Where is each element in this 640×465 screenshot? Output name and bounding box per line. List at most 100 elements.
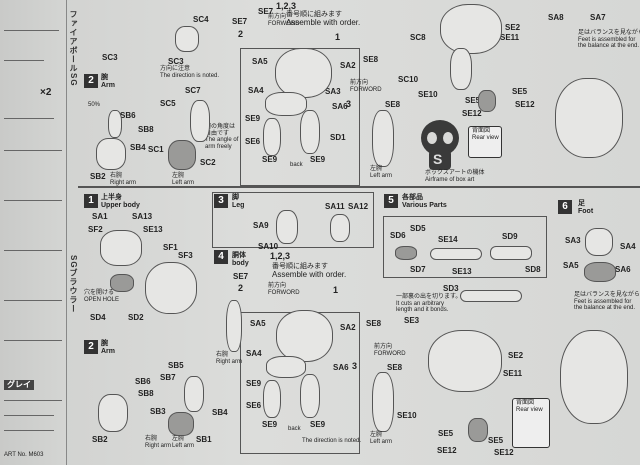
right-arm-label: 右腕 Right arm — [110, 173, 137, 186]
part-sd2: SD2 — [128, 313, 144, 322]
part-se9c: SE9 — [310, 155, 326, 164]
part-se8b: SE8 — [385, 100, 401, 109]
bottom-part-se12: SE12 — [437, 446, 457, 455]
section-divider — [78, 186, 640, 188]
bottom-left-arm-label: 左腕 Left arm — [172, 436, 195, 449]
bottom-rear-view-box — [512, 398, 550, 448]
part-sb8: SB8 — [138, 389, 154, 398]
part-sc8: SC8 — [410, 33, 426, 42]
order-jp: 番号順に組みます — [286, 11, 342, 18]
bottom-step2-number: 2 — [84, 340, 98, 354]
leg-part-d — [330, 214, 350, 242]
bottom-step-num-one: 1 — [333, 285, 339, 295]
part-sa12: SA12 — [348, 202, 369, 211]
skull-emblem-icon — [421, 120, 459, 170]
part-sc3b: SC3 — [168, 57, 184, 66]
bottom-body-upper — [276, 310, 333, 362]
step-num-two: 2 — [238, 29, 244, 39]
assembled-leg-top — [450, 48, 472, 90]
cut-note: 一部裏の出を切ります。 It cuts an arbitrary length … — [396, 294, 462, 314]
part-se13: SE13 — [143, 225, 163, 234]
bottom-part-se7: SE7 — [233, 272, 249, 281]
bottom-step1-number: 1 — [84, 194, 98, 208]
bottom-arm-part — [184, 376, 204, 412]
part-sd4: SD4 — [90, 313, 106, 322]
leg-part — [300, 110, 320, 154]
upper-body-part-b — [145, 262, 197, 314]
bottom-right-arm-label: 右腕 Right arm — [145, 436, 172, 449]
bottom-part-se9b: SE9 — [262, 420, 278, 429]
step3-frame — [212, 192, 374, 248]
part-sa13: SA13 — [132, 212, 153, 221]
part-sb6: SB6 — [135, 377, 151, 386]
bottom-order-en: Assemble with order. — [272, 270, 347, 279]
final-model-bottom — [560, 330, 628, 424]
part-sb2: SB2 — [92, 435, 108, 444]
part-sb6: SB6 — [120, 111, 136, 120]
bottom-part-se12b: SE12 — [494, 448, 514, 457]
part-sa11: SA11 — [325, 202, 345, 211]
part-sa3: SA3 — [325, 87, 341, 96]
part-sa8: SA8 — [548, 13, 564, 22]
foot-part-a — [585, 228, 613, 256]
part-piece-a — [395, 246, 417, 260]
bottom-step-num-three: 3 — [352, 361, 358, 371]
upper-body-part-a — [100, 230, 142, 266]
boxart-note: ボックスアートの機体 Airframe of box art — [425, 170, 485, 183]
part-sf3: SF3 — [178, 251, 193, 260]
art-number: ART No. M603 — [4, 452, 44, 458]
right-arm-part — [190, 100, 210, 142]
bottom-part-sa4: SA4 — [246, 349, 262, 358]
part-sc5: SC5 — [160, 99, 176, 108]
part-sc1: SC1 — [148, 145, 164, 154]
bottom-part-sa3: SA3 — [565, 236, 581, 245]
bottom-body-lower — [266, 356, 306, 378]
bottom-feet-note: 足はバランスを見ながら Feet is assembled for the ba… — [574, 292, 640, 312]
part-sa7: SA7 — [590, 13, 606, 22]
bottom-part-se6: SE6 — [246, 401, 262, 410]
rear-view-label: 背面図 Rear view — [472, 128, 499, 141]
step5-frame — [383, 216, 547, 278]
rear-view-box — [468, 126, 502, 158]
part-sc3: SC3 — [102, 53, 118, 62]
part-se14: SE14 — [438, 235, 458, 244]
part-sb8: SB8 — [138, 125, 154, 134]
part-sd1: SD1 — [330, 133, 346, 142]
part-sc2: SC2 — [200, 158, 216, 167]
arm-joint-part — [175, 26, 199, 52]
sidebar-x2-label: ×2 — [40, 87, 52, 98]
part-se10: SE10 — [418, 90, 438, 99]
part-sc7: SC7 — [185, 86, 201, 95]
part-se7: SE7 — [232, 17, 248, 26]
forward-label-b: 前方向 FORWORD — [350, 80, 382, 93]
top-step2-number: 2 — [84, 74, 98, 88]
bottom-step5-number: 5 — [384, 194, 398, 208]
upper-body-part-c — [110, 274, 134, 292]
part-se7b: SE7 — [258, 7, 274, 16]
bottom-part-se11: SE11 — [503, 369, 523, 378]
part-sb5: SB5 — [168, 361, 184, 370]
arm-angle-note: 腕の角度は 自由です The angle of arm freely — [205, 124, 239, 150]
bottom-part-se10: SE10 — [397, 411, 417, 420]
part-sb4: SB4 — [130, 143, 146, 152]
bottom-step-num-two: 2 — [238, 283, 244, 293]
back-label: back — [290, 162, 303, 168]
feet-balance-note: 足はバランスを見ながら Feet is assembled for the ba… — [578, 30, 640, 50]
bottom-foot-part — [468, 418, 488, 442]
bottom-right-hand — [168, 412, 194, 436]
bottom-step3-number: 3 — [214, 194, 228, 208]
part-se8: SE8 — [363, 55, 379, 64]
left-hand-part — [96, 138, 126, 170]
bottom-part-sa5-foot: SA5 — [563, 261, 579, 270]
bottom-step4-number: 4 — [214, 250, 228, 264]
bottom-assembled-body — [428, 330, 502, 392]
step-num-one: 1 — [335, 32, 341, 42]
bottom-part-se8: SE8 — [366, 319, 382, 328]
part-se11: SE11 — [500, 33, 520, 42]
